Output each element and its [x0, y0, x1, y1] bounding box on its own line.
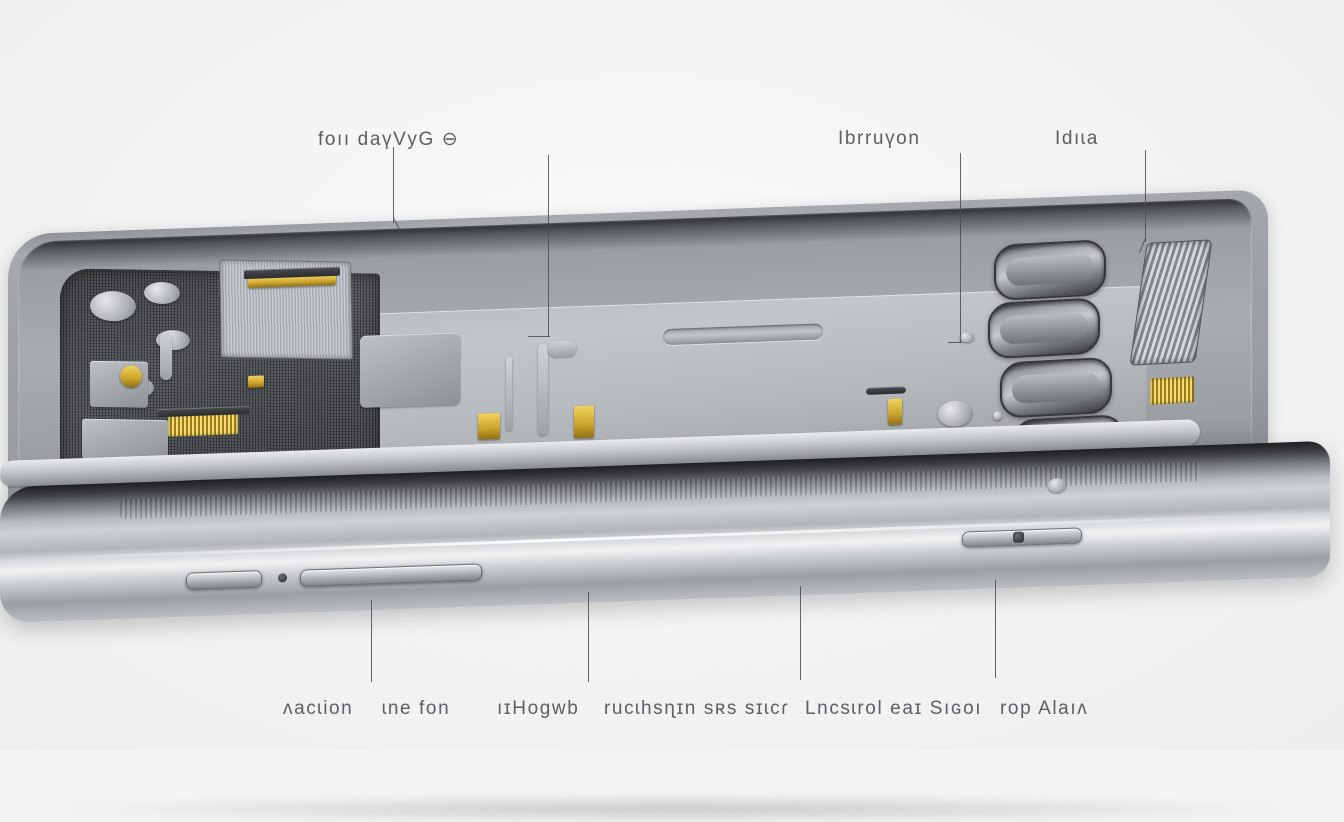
edge-highlight: [0, 511, 1330, 561]
flex-cable: [160, 331, 172, 381]
leader-line-top-2-hook: [528, 336, 550, 338]
flex-cable: [548, 340, 576, 358]
callout-label-bottom-1: ʌacɩion: [283, 698, 354, 719]
board-connector: [866, 386, 906, 395]
flex-cable: [506, 356, 512, 431]
leader-line-top-2: [548, 155, 550, 337]
gold-contact: [248, 375, 264, 388]
power-button[interactable]: [300, 563, 482, 587]
component-coil: [90, 290, 136, 322]
camera-lens-3: [1000, 356, 1112, 419]
leader-line-top-3: [960, 153, 962, 343]
camera-lens-2: [988, 297, 1100, 360]
leader-line-top-4: [1145, 150, 1147, 242]
sim-eject-pinhole: [1013, 531, 1024, 543]
gold-connector: [574, 405, 594, 439]
gold-connector-pins: [1150, 376, 1194, 405]
coaxial-connector: [120, 365, 142, 388]
camera-lens-1: [994, 239, 1106, 301]
component-chip: [90, 360, 148, 408]
screw-point: [1048, 477, 1066, 493]
callout-label-bottom-6: rop Alaıʌ: [1000, 698, 1089, 719]
gold-connector: [888, 398, 902, 426]
callout-label-bottom-3: ıɪHogwb: [497, 698, 580, 719]
flex-cable: [538, 343, 548, 436]
callout-label-top-left: foıı daүVуG ⊖: [318, 129, 460, 150]
leader-line-bottom-1: [371, 600, 373, 682]
leader-line-top-3-hook: [948, 342, 962, 344]
callout-label-top-right: Idıɩa: [1055, 128, 1099, 149]
leader-line-bottom-2: [588, 592, 590, 682]
callout-label-bottom-4: rucɩhsɳɪn sʀs sɪɩcɾ: [604, 698, 790, 719]
smartphone-cutaway: [0, 189, 1344, 822]
component-module: [360, 332, 460, 408]
leader-line-bottom-3: [800, 586, 802, 680]
leader-line-bottom-4: [995, 580, 997, 678]
gold-connector: [478, 412, 500, 440]
leader-line-top-1: [393, 147, 395, 223]
callout-label-top-mid-right: Ibrruүon: [838, 128, 921, 149]
component-coil: [144, 281, 180, 305]
microphone-hole: [278, 573, 287, 583]
contact-shadow: [40, 796, 1310, 822]
component-chip: [82, 418, 168, 461]
callout-label-bottom-5: Lncsɩrol eaɪ Sıɢoı: [805, 698, 983, 719]
callout-label-bottom-2: ɩne fon: [382, 698, 451, 719]
heat-pipe: [1129, 239, 1213, 366]
volume-rocker-button[interactable]: [186, 570, 262, 590]
